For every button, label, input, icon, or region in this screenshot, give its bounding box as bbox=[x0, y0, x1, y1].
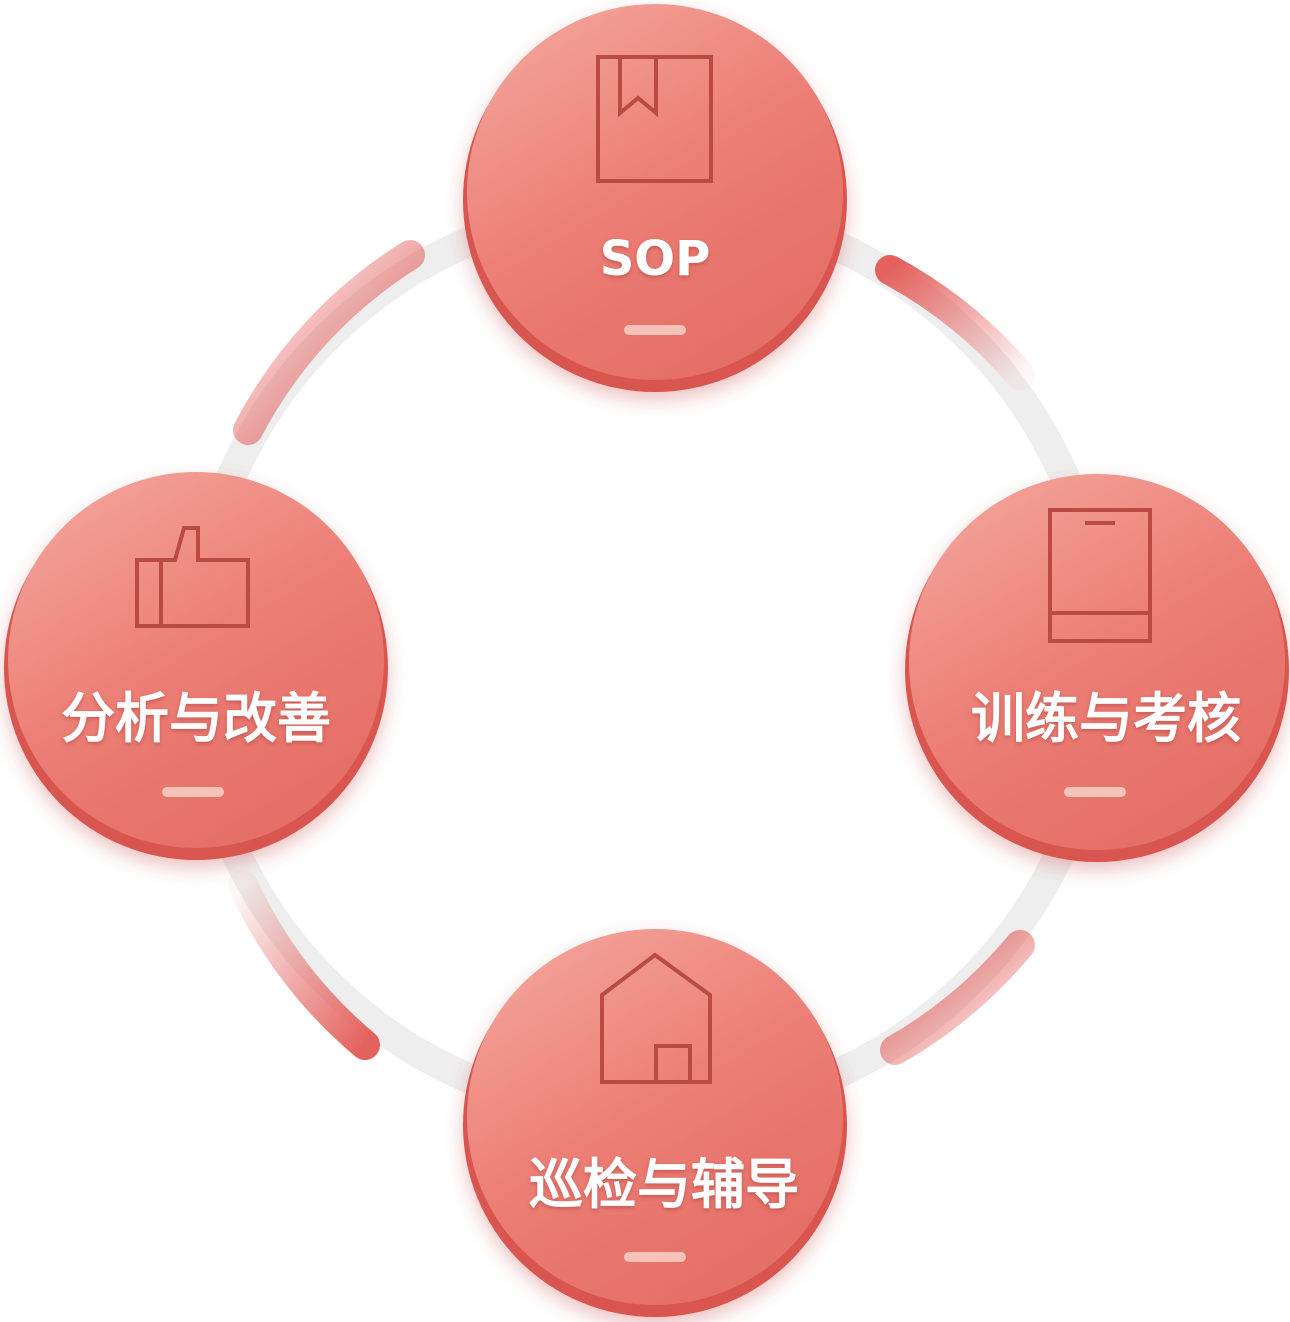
node-label-training: 训练与考核 bbox=[971, 687, 1241, 750]
node-dash-inspection bbox=[624, 1252, 686, 1262]
node-label-analysis: 分析与改善 bbox=[61, 687, 331, 750]
node-sop bbox=[463, 4, 847, 392]
arc-accent-top-right bbox=[875, 255, 1035, 390]
node-training bbox=[905, 474, 1289, 862]
arc-accent-top-left bbox=[233, 240, 425, 445]
node-label-inspection: 巡检与辅导 bbox=[529, 1153, 799, 1216]
node-dash-training bbox=[1064, 787, 1126, 797]
tablet-icon bbox=[1048, 508, 1152, 643]
bookmark-book-icon bbox=[596, 55, 713, 183]
node-analysis bbox=[4, 472, 388, 860]
house-icon bbox=[600, 952, 712, 1084]
node-label-sop: SOP bbox=[600, 231, 711, 287]
node-inspection bbox=[463, 929, 847, 1317]
node-dash-analysis bbox=[162, 787, 224, 797]
thumbs-up-icon bbox=[135, 526, 250, 628]
node-dash-sop bbox=[624, 325, 686, 335]
arc-accent-bottom-right bbox=[880, 930, 1035, 1065]
arc-accent-bottom-left bbox=[228, 870, 380, 1060]
